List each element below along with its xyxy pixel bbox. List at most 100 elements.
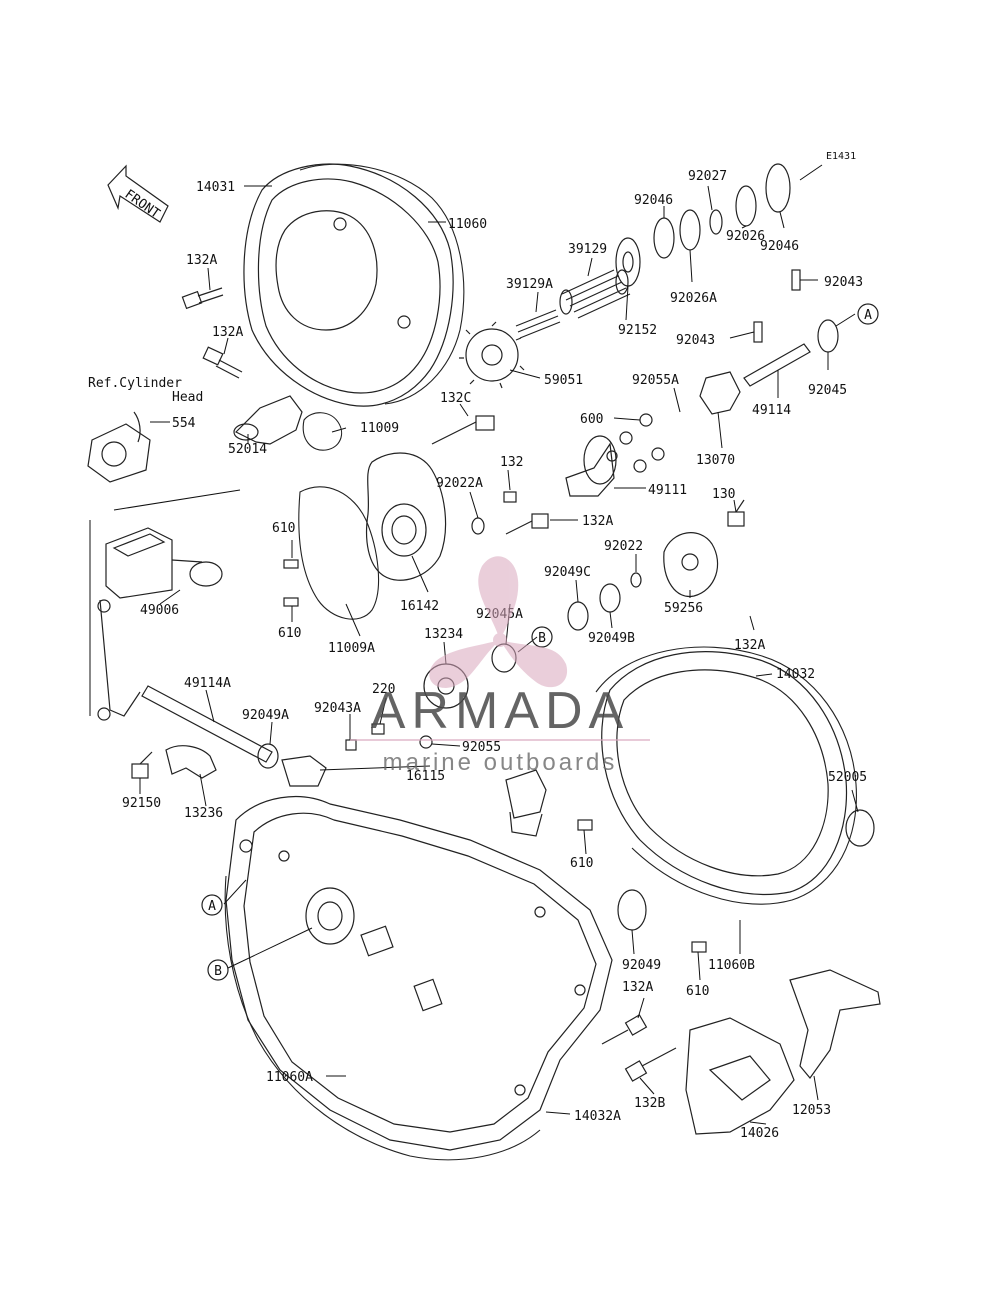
label-11060A: 11060A [266,1070,313,1085]
part-14026-guard [685,1017,795,1135]
label-92026: 92026 [726,229,765,244]
label-610-1: 610 [272,521,295,536]
bolt-132B [624,1047,677,1082]
label-92049C: 92049C [544,565,591,580]
label-52005: 52005 [828,770,867,785]
part-13070-impeller [699,371,741,415]
part-52014-fitting [233,395,303,445]
label-49006: 49006 [140,603,179,618]
label-13234: 13234 [424,627,463,642]
seal-52005 [845,809,875,847]
watermark-brand: ARMADA [371,682,629,740]
spring-39129A [515,309,561,339]
label-132A-2: 132A [212,325,243,340]
ref-note-line2: Head [172,390,203,405]
bolt-132 [503,491,517,503]
label-11060: 11060 [448,217,487,232]
label-92055: 92055 [462,740,501,755]
label-92049: 92049 [622,958,661,973]
label-14031: 14031 [196,180,235,195]
label-92055A: 92055A [632,373,679,388]
label-92022A: 92022A [436,476,483,491]
part-14026-cutout [708,1055,771,1101]
dowel-610-d [691,941,707,953]
part-49114A-shaft [97,599,273,763]
part-12053-bracket [789,969,881,1079]
label-554: 554 [172,416,196,431]
part-11060B-gasket [595,646,857,905]
dowel-610-c [577,819,593,831]
part-13236-bracket [165,745,217,779]
label-132A-5: 132A [622,980,653,995]
spring-39129 [559,269,631,319]
bolt-132A-mid [505,513,549,535]
label-49114A: 49114A [184,676,231,691]
label-13236: 13236 [184,806,223,821]
label-610-3: 610 [570,856,593,871]
part-11009A-gasket [298,486,380,620]
label-14032A: 14032A [574,1109,621,1124]
oring-92055 [419,735,433,749]
ref-note-line1: Ref.Cylinder [88,376,182,391]
dowel-610-a [283,559,299,569]
label-92049A: 92049A [242,708,289,723]
label-92150: 92150 [122,796,161,811]
label-92027: 92027 [688,169,727,184]
svg-text:A: A [208,899,216,914]
watermark-tagline: marine outboards [383,749,618,776]
label-11009A: 11009A [328,641,375,656]
bolt-132A-lower-right [601,1014,648,1045]
label-16115: 16115 [406,769,445,784]
part-11009-gasket [302,412,343,451]
ref-circle-b-bottom: B [207,959,229,981]
part-16115 [281,755,327,787]
label-92043-1: 92043 [824,275,863,290]
part-14032-cover [601,651,848,895]
label-14026: 14026 [740,1126,779,1141]
leader-lines [89,185,859,1125]
part-14032A-crankcase [225,795,613,1151]
part-92049A-seal [257,743,279,769]
label-132A-4: 132A [734,638,765,653]
label-600: 600 [580,412,603,427]
label-132B: 132B [634,1096,665,1111]
label-92026A: 92026A [670,291,717,306]
label-610-4: 610 [686,984,709,999]
label-92046-1: 92046 [634,193,673,208]
seal-92049C [567,601,589,631]
ref-circle-a-bottom: A [201,894,223,916]
label-92043A: 92043A [314,701,361,716]
label-610-2: 610 [278,626,301,641]
part-554-fitting [87,411,151,483]
front-direction-arrow: FRONT [107,164,169,223]
part-49006-box [105,527,223,599]
part-14031-cover [243,163,454,407]
bolt-132A-upper [181,287,224,310]
part-11060-gasket [299,163,465,405]
svg-text:B: B [538,631,546,646]
front-label: FRONT [122,187,163,222]
label-59051: 59051 [544,373,583,388]
label-92152: 92152 [618,323,657,338]
label-220: 220 [372,682,395,697]
dowel-610-b [283,597,299,607]
bolt-132C [431,415,495,445]
label-92022: 92022 [604,539,643,554]
bolt-132A-lower [202,346,243,379]
propeller-logo [429,556,568,688]
diagram-code: E1431 [826,151,856,162]
seal-92049B [599,583,621,613]
ref-circle-b-top: B [531,626,553,648]
pin-92043A [345,739,357,751]
part-59256 [663,532,719,598]
gear-59051 [459,321,525,389]
part-16142-housing [365,452,447,581]
bolt-130 [727,499,745,527]
label-59256: 59256 [664,601,703,616]
label-132C: 132C [440,391,471,406]
part-49111 [565,435,617,497]
oil-filler-plug [505,769,547,837]
label-132: 132 [500,455,523,470]
